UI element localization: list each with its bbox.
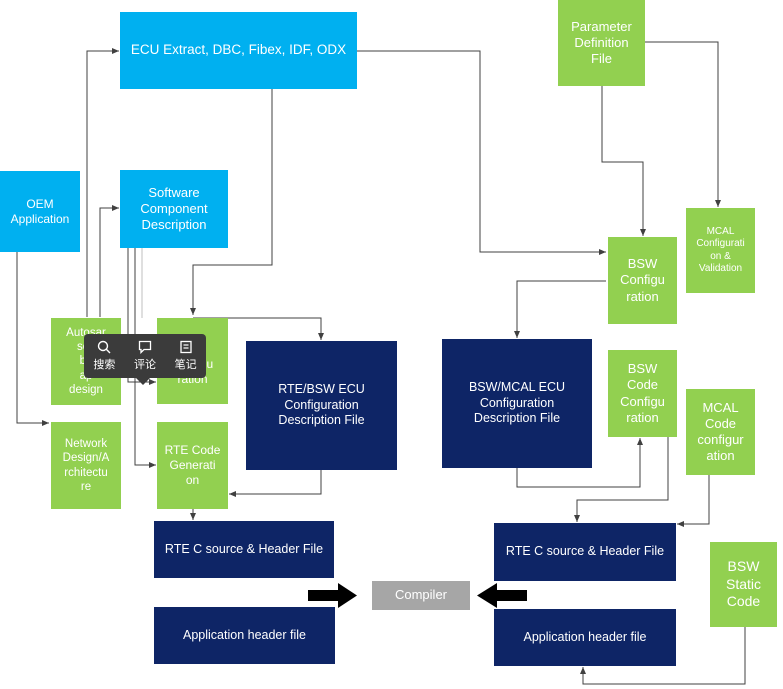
application-header-left-box: Application header file <box>154 607 335 664</box>
network-design-box: Network Design/A rchitectu re <box>51 422 121 509</box>
arrow-rte-config-to-file <box>193 317 324 340</box>
mcal-code-configuration-box: MCAL Code configur ation <box>686 389 755 475</box>
rte-code-generation-box: RTE Code Generati on <box>157 422 228 509</box>
popup-note-button[interactable]: 笔记 <box>175 340 197 372</box>
rte-c-source-left-box: RTE C source & Header File <box>154 521 334 578</box>
ecu-extract-box: ECU Extract, DBC, Fibex, IDF, ODX <box>120 12 357 89</box>
compiler-box: Compiler <box>372 581 470 610</box>
popup-comment-button[interactable]: 评论 <box>134 340 156 372</box>
popup-note-label: 笔记 <box>174 359 197 371</box>
arrow-mcal-code-to-rte-source <box>677 475 710 527</box>
arrow-param-to-bsw-config <box>601 86 646 236</box>
software-component-box: Software Component Description <box>120 170 228 248</box>
popup-tail <box>136 378 150 385</box>
arrow-swc-to-rte-codegen <box>134 248 156 468</box>
compiler-thick-arrows <box>308 583 527 608</box>
mcal-config-validation-box: MCAL Configurati on & Validation <box>686 208 755 293</box>
arrow-autosar-to-ecu <box>86 48 119 317</box>
arrow-ecu-to-bsw-config <box>357 50 606 255</box>
popup-search-button[interactable]: 搜索 <box>93 340 115 372</box>
bsw-mcal-ecu-config-file-box: BSW/MCAL ECU Configuration Description F… <box>442 339 592 468</box>
popup-comment-label: 评论 <box>133 359 156 371</box>
arrow-autosar-to-swc <box>99 205 119 317</box>
application-header-right-box: Application header file <box>494 609 676 666</box>
selection-popup-toolbar: 搜索 评论 笔记 <box>84 334 206 385</box>
bsw-configuration-box: BSW Configu ration <box>608 237 677 324</box>
arrow-oem-to-network <box>16 252 49 426</box>
bsw-code-configuration-box: BSW Code Configu ration <box>608 350 677 437</box>
arrow-file-to-rte-codegen <box>229 470 322 497</box>
arrow-bsw-code-to-rte-source <box>574 437 669 522</box>
rte-bsw-ecu-config-file-box: RTE/BSW ECU Configuration Description Fi… <box>246 341 397 470</box>
bsw-static-code-box: BSW Static Code <box>710 542 777 627</box>
arrow-file-to-bsw-code <box>516 438 643 488</box>
oem-application-box: OEM Application <box>0 171 80 252</box>
search-icon <box>98 340 111 354</box>
arrow-param-to-mcal-validation <box>645 41 721 207</box>
comment-icon <box>138 340 152 354</box>
arrow-ecu-to-rte-config <box>190 89 273 315</box>
popup-search-label: 搜索 <box>93 359 116 371</box>
parameter-definition-box: Parameter Definition File <box>558 0 645 86</box>
note-icon <box>179 340 192 354</box>
arrow-static-to-app-header <box>580 627 746 685</box>
rte-c-source-right-box: RTE C source & Header File <box>494 523 676 581</box>
arrow-bsw-config-to-file <box>514 280 606 338</box>
